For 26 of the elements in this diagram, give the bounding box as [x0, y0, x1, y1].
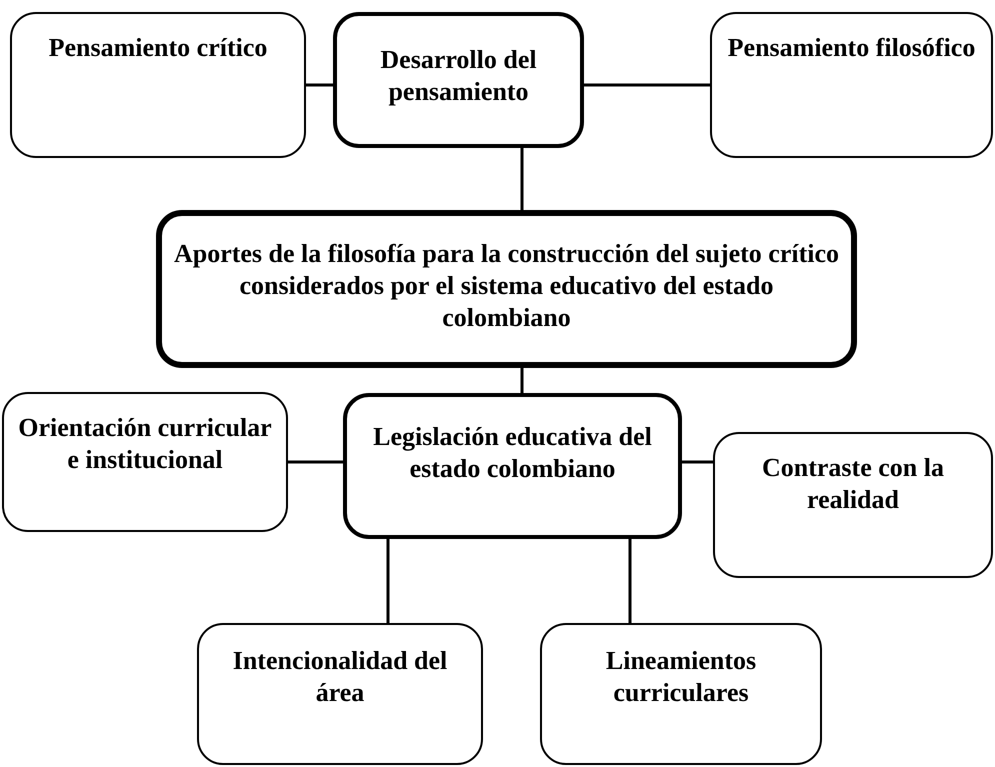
connector-line	[288, 460, 343, 464]
concept-box	[2, 392, 288, 532]
concept-box	[197, 623, 483, 765]
concept-box	[710, 12, 993, 158]
concept-box	[343, 393, 682, 539]
connector-line	[520, 368, 524, 393]
concept-box	[10, 12, 306, 158]
concept-text: Lineamientos curriculares	[604, 645, 758, 709]
concept-text: Intencionalidad del área	[232, 645, 448, 709]
connector-line	[682, 460, 713, 464]
concept-text: Legislación educativa del estado colombiano	[372, 421, 653, 485]
connector-line	[386, 539, 390, 623]
concept-box	[333, 12, 584, 148]
concept-text: Pensamiento crítico	[48, 32, 268, 64]
concept-text: Desarrollo del pensamiento	[379, 44, 538, 108]
concept-box	[540, 623, 822, 765]
concept-box	[713, 432, 993, 578]
concept-box	[156, 210, 857, 368]
connector-line	[628, 539, 632, 623]
concept-text: Pensamiento filosófico	[728, 32, 976, 64]
connector-line	[584, 84, 710, 86]
connector-line	[306, 84, 333, 86]
concept-text: Aportes de la filosofía para la construcción del sujeto crítico considerados por el sistema educativo del estado colombiano	[172, 238, 840, 334]
concept-text: Contraste con la realidad	[761, 452, 945, 516]
connector-line	[520, 148, 524, 210]
concept-text: Orientación curricular e institucional	[17, 412, 273, 476]
